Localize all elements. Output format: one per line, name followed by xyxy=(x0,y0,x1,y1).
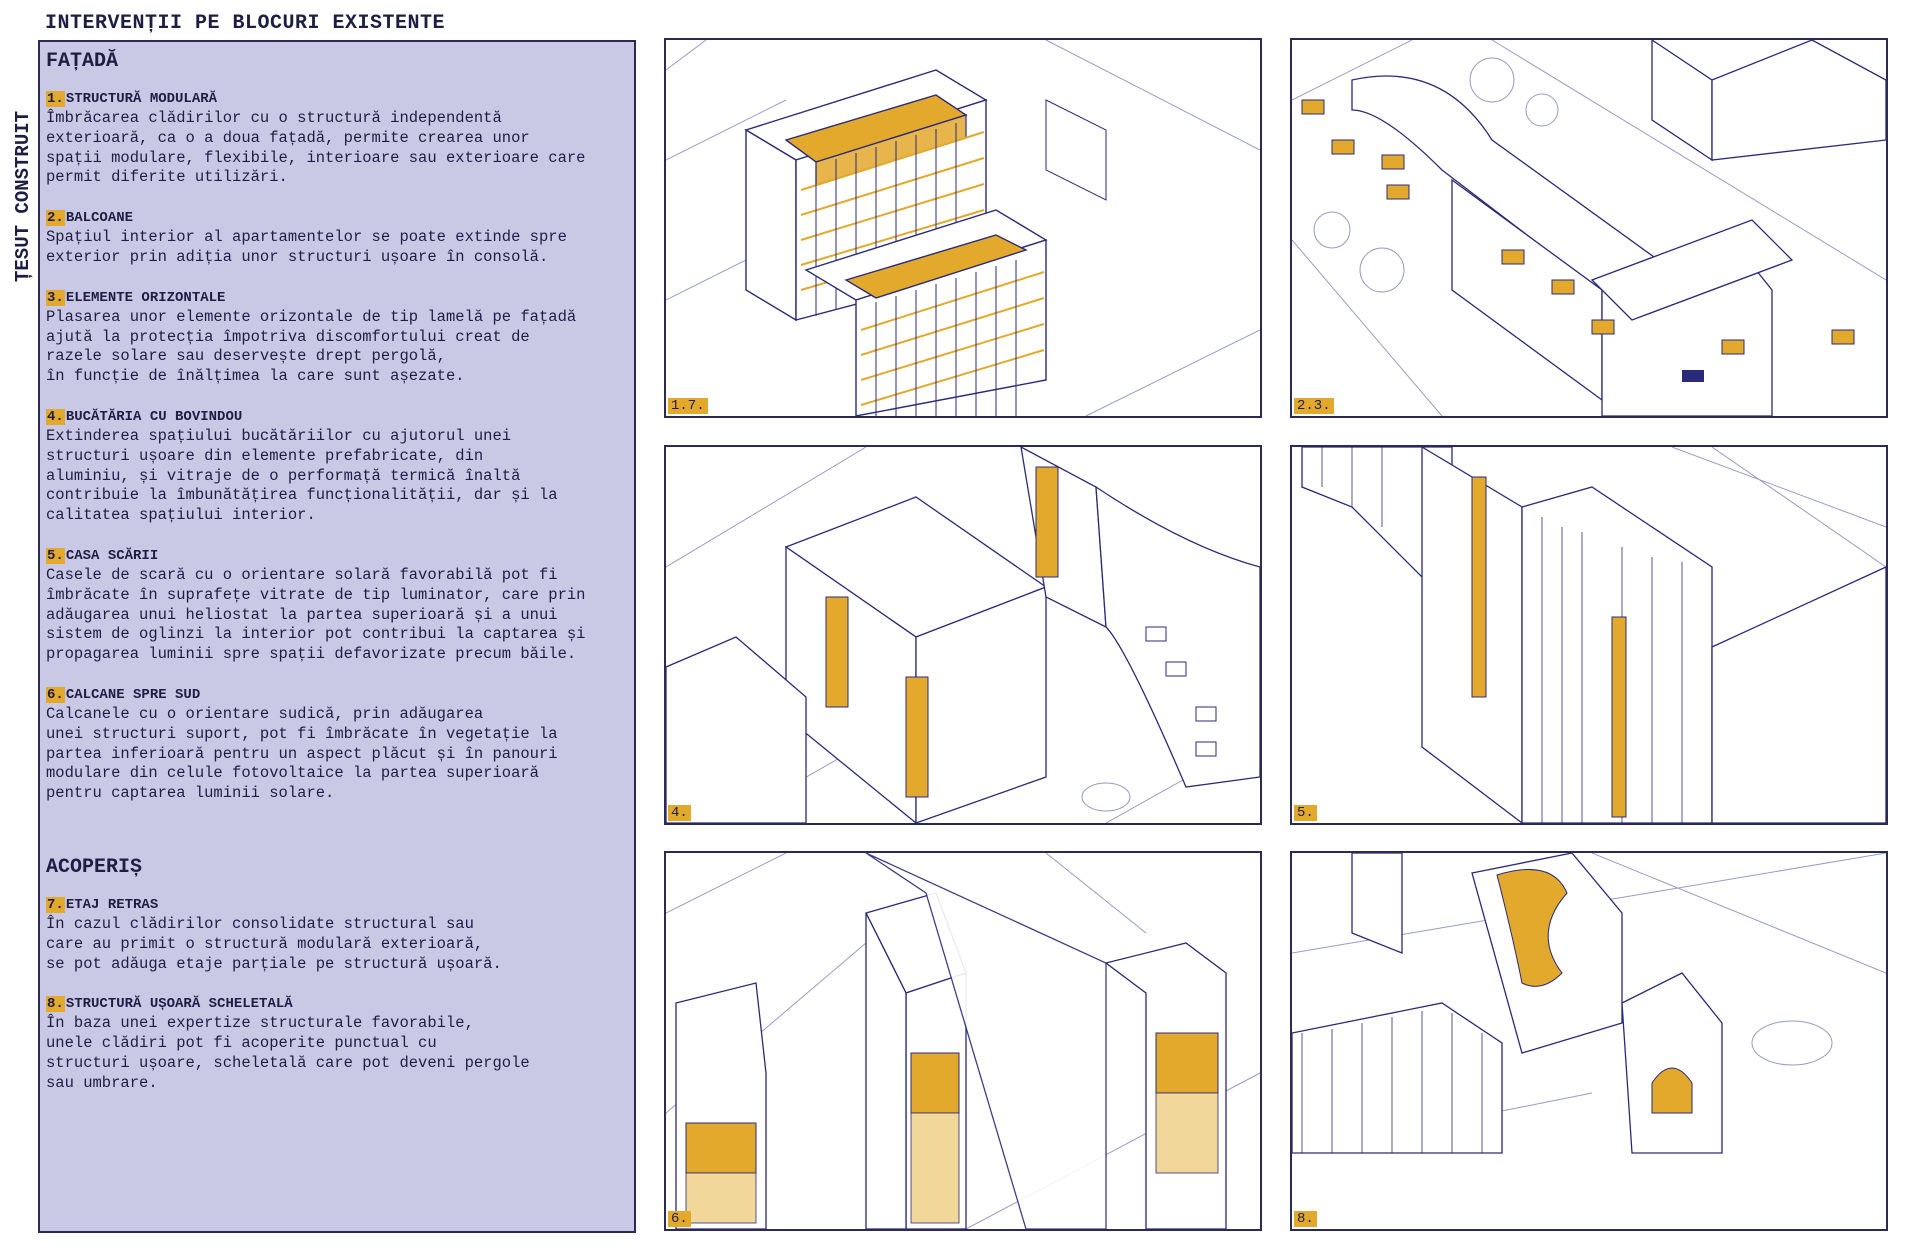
item-title: BALCOANE xyxy=(65,210,134,227)
item-number: 2. xyxy=(46,210,65,227)
text-panel: FAȚADĂ 1.STRUCTURĂ MODULARĂ Îmbrăcarea c… xyxy=(38,40,636,1233)
section-heading-roof: ACOPERIȘ xyxy=(46,855,143,879)
item-4: 4.BUCĂTĂRIA CU BOVINDOU Extinderea spați… xyxy=(46,408,628,526)
axonometric-drawing-bay-kitchen xyxy=(666,447,1260,823)
illustration-panel-2: 2.3. xyxy=(1290,38,1888,418)
panel-tag: 4. xyxy=(668,805,691,821)
item-title: CALCANE SPRE SUD xyxy=(65,686,201,703)
item-1: 1.STRUCTURĂ MODULARĂ Îmbrăcarea clădiril… xyxy=(46,91,628,188)
illustration-panel-6: 8. xyxy=(1290,851,1888,1231)
axonometric-drawing-stairwell xyxy=(1301,447,1886,823)
item-number: 3. xyxy=(46,289,65,306)
item-2: 2.BALCOANE Spațiul interior al apartamen… xyxy=(46,210,628,268)
illustration-panel-1: 1.7. xyxy=(664,38,1262,418)
item-5: 5.CASA SCĂRII Casele de scară cu o orien… xyxy=(46,547,628,665)
axonometric-drawing-south-blind-walls xyxy=(666,853,1260,1229)
item-number: 8. xyxy=(46,996,65,1013)
item-6: 6.CALCANE SPRE SUD Calcanele cu o orient… xyxy=(46,686,628,804)
item-body: Extinderea spațiului bucătăriilor cu aju… xyxy=(46,426,558,525)
illustration-panel-5: 6. xyxy=(664,851,1262,1231)
item-number: 4. xyxy=(46,408,65,425)
item-number: 7. xyxy=(46,896,65,913)
item-body: Plasarea unor elemente orizontale de tip… xyxy=(46,307,577,386)
illustration-panel-4: 5. xyxy=(1290,445,1888,825)
page-title: INTERVENȚII PE BLOCURI EXISTENTE xyxy=(45,12,446,35)
item-number: 6. xyxy=(46,686,65,703)
item-title: ELEMENTE ORIZONTALE xyxy=(65,289,226,306)
item-body: Spațiul interior al apartamentelor se po… xyxy=(46,228,567,266)
item-8: 8.STRUCTURĂ UȘOARĂ SCHELETALĂ În baza un… xyxy=(46,996,628,1093)
item-body: Casele de scară cu o orientare solară fa… xyxy=(46,565,586,664)
item-title: BUCĂTĂRIA CU BOVINDOU xyxy=(65,408,243,425)
item-body: Calcanele cu o orientare sudică, prin ad… xyxy=(46,704,558,803)
panel-tag: 2.3. xyxy=(1294,398,1334,414)
panel-tag: 1.7. xyxy=(668,398,708,414)
item-number: 1. xyxy=(46,91,65,107)
item-title: STRUCTURĂ MODULARĂ xyxy=(65,91,218,107)
item-title: CASA SCĂRII xyxy=(65,547,159,564)
axonometric-drawing-balconies xyxy=(1292,40,1886,416)
illustration-panel-3: 4. xyxy=(664,445,1262,825)
axonometric-drawing-skeletal-roof xyxy=(1292,853,1886,1154)
item-body: În baza unei expertize structurale favor… xyxy=(46,1014,530,1092)
section-heading-facade: FAȚADĂ xyxy=(46,50,119,73)
item-7: 7.ETAJ RETRAS În cazul clădirilor consol… xyxy=(46,896,628,974)
item-title: STRUCTURĂ UȘOARĂ SCHELETALĂ xyxy=(65,996,293,1013)
axonometric-drawing-modular-structure xyxy=(666,40,1260,416)
panel-tag: 8. xyxy=(1294,1211,1317,1227)
side-label: ȚESUT CONSTRUIT xyxy=(12,110,34,282)
panel-tag: 5. xyxy=(1294,805,1317,821)
item-body: Îmbrăcarea clădirilor cu o structură ind… xyxy=(46,109,586,187)
item-number: 5. xyxy=(46,547,65,564)
item-body: În cazul clădirilor consolidate structur… xyxy=(46,914,502,973)
item-3: 3.ELEMENTE ORIZONTALE Plasarea unor elem… xyxy=(46,289,628,387)
panel-tag: 6. xyxy=(668,1211,691,1227)
item-title: ETAJ RETRAS xyxy=(65,896,159,913)
